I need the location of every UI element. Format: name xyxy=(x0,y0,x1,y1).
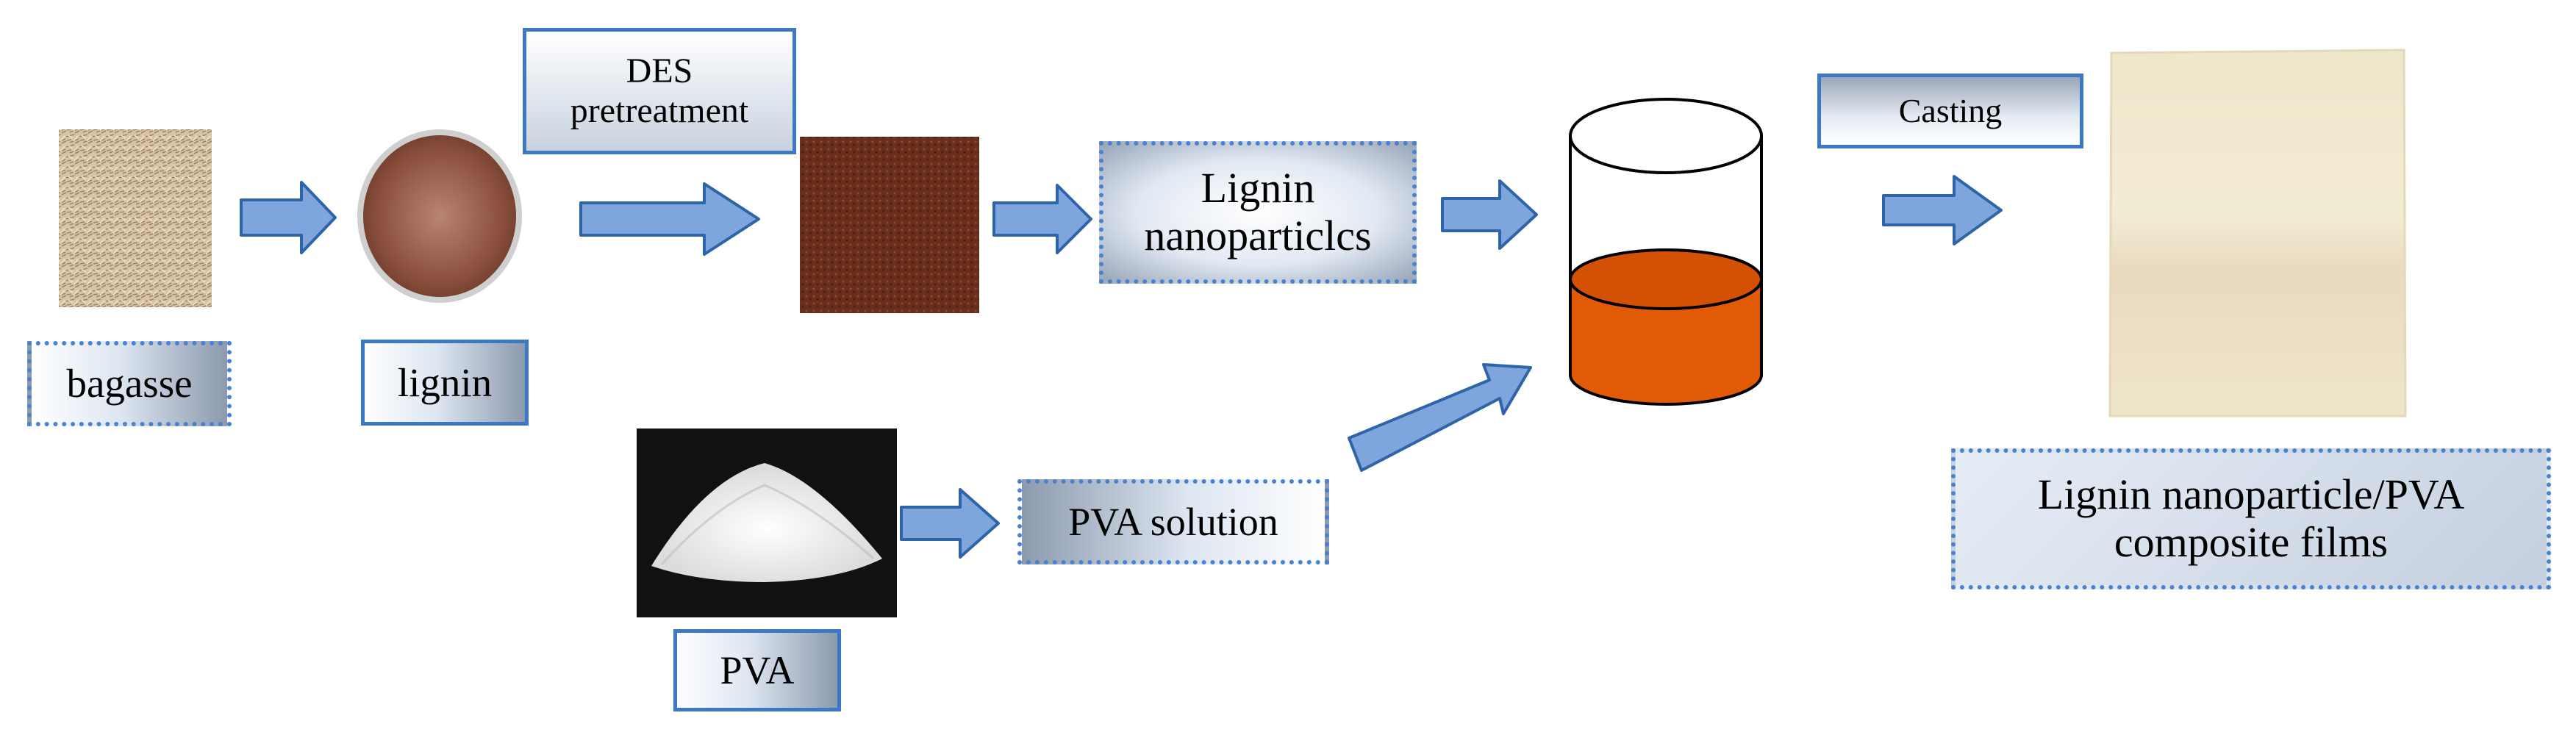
arrow-nanoparticle-icon xyxy=(992,184,1092,254)
nanoparticle-photo xyxy=(800,137,979,313)
arrow-bagasse-to-lignin-icon xyxy=(240,181,337,254)
pva-solution-label: PVA solution xyxy=(1017,479,1329,564)
lignin-nanoparticles-line1: Lignin xyxy=(1201,164,1315,212)
pva-photo xyxy=(637,429,897,617)
bagasse-text: bagasse xyxy=(66,361,193,406)
lignin-nanoparticles-label: Lignin nanoparticlcs xyxy=(1099,141,1417,284)
des-pretreatment-label: DES pretreatment xyxy=(523,28,796,154)
lignin-nanoparticles-line2: nanoparticlcs xyxy=(1144,212,1372,259)
arrow-solution-to-beaker-icon xyxy=(1348,363,1532,472)
bagasse-photo xyxy=(59,129,212,307)
bagasse-label: bagasse xyxy=(27,341,232,426)
beaker-icon xyxy=(1569,98,1763,406)
lignin-text: lignin xyxy=(397,359,493,405)
composite-films-label: Lignin nanoparticle/PVA composite films xyxy=(1951,448,2551,589)
composite-films-line2: composite films xyxy=(2114,518,2389,566)
arrow-pva-icon xyxy=(900,488,1000,559)
lignin-photo xyxy=(356,129,525,306)
lignin-label: lignin xyxy=(361,340,529,426)
composite-films-line1: Lignin nanoparticle/PVA xyxy=(2037,470,2465,519)
pretreatment-text: pretreatment xyxy=(570,91,749,130)
arrow-casting-icon xyxy=(1882,175,2003,245)
des-text: DES xyxy=(626,51,693,91)
pva-solution-text: PVA solution xyxy=(1068,499,1278,544)
casting-label: Casting xyxy=(1817,74,2083,148)
film-photo xyxy=(2108,49,2407,417)
pva-text: PVA xyxy=(720,648,795,692)
arrow-to-beaker-icon xyxy=(1441,179,1538,250)
arrow-lignin-to-des-icon xyxy=(579,182,760,256)
casting-text: Casting xyxy=(1898,92,2003,130)
pva-label: PVA xyxy=(673,629,841,711)
